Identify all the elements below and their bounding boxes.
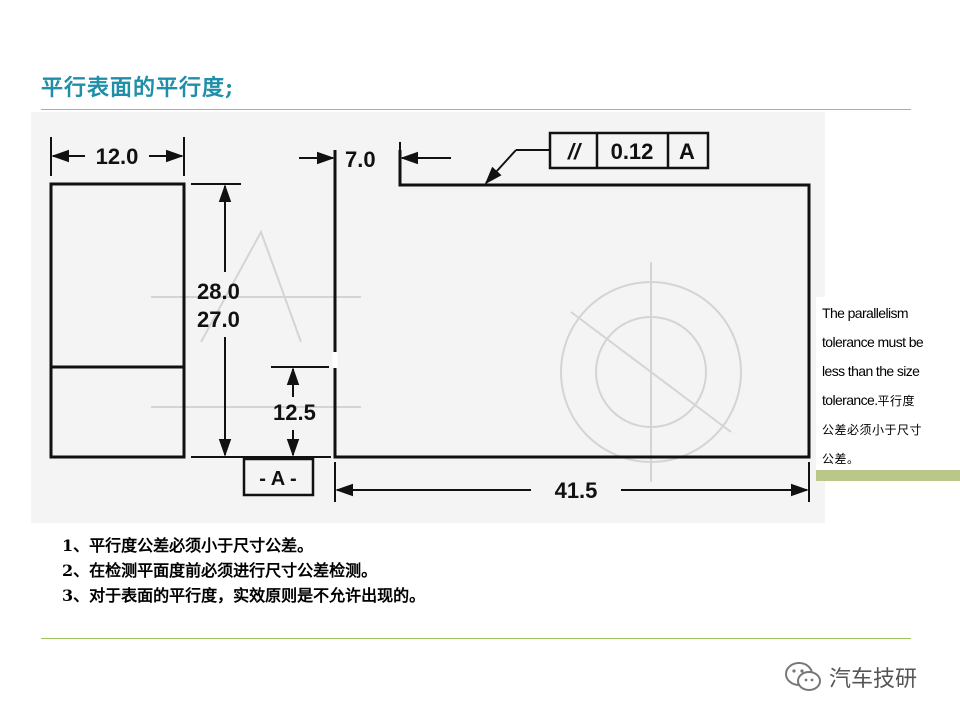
datum-a-label: - A - — [259, 468, 296, 490]
watermark: 汽车技研 — [783, 660, 917, 694]
tolerance-drawing: 12.0 7.0 28.0 27.0 12.5 - A - — [31, 112, 825, 523]
dim-41-5-label: 41.5 — [555, 478, 598, 503]
dim-12-label: 12.0 — [96, 144, 139, 169]
watermark-text: 汽车技研 — [829, 667, 918, 692]
left-view-outline — [49, 182, 186, 459]
note-line-3: less than the size — [822, 363, 920, 379]
footer-divider — [41, 638, 911, 639]
dim-12-5-arrow — [271, 366, 329, 457]
point-item: 2、在检测平面度前必须进行尺寸公差检测。 — [62, 561, 378, 580]
faint-background — [151, 229, 742, 482]
part-profile — [333, 150, 811, 459]
point-item: 3、对于表面的平行度，实效原则是不允许出现的。 — [62, 586, 426, 605]
note-line-4: tolerance.平行度 — [822, 386, 960, 416]
dim-7-label: 7.0 — [345, 147, 376, 172]
dim-12-5-label: 12.5 — [273, 400, 316, 425]
dim-12-arrow — [50, 137, 185, 176]
dim-41-5-arrow — [334, 462, 810, 502]
slide-title: 平行表面的平行度; — [41, 75, 235, 101]
parallelism-symbol: // — [567, 139, 583, 164]
note-line-5: 公差必须小于尺寸 — [822, 423, 923, 437]
point-item: 1、平行度公差必须小于尺寸公差。 — [62, 536, 314, 555]
note-line-1: The parallelism — [822, 305, 909, 321]
note-line-2: tolerance must be — [822, 334, 924, 350]
wechat-icon — [785, 662, 821, 691]
note-stripe — [816, 470, 960, 481]
datum-a-box — [242, 457, 315, 497]
fcf-datum: A — [679, 139, 695, 164]
fcf-tolerance: 0.12 — [611, 139, 654, 164]
drawing-svg: 12.0 7.0 28.0 27.0 12.5 - A - — [49, 131, 811, 503]
dim-7-arrow — [299, 142, 451, 182]
note-line-4-cn: 平行度 — [877, 394, 915, 408]
side-note: The parallelism tolerance must be less t… — [816, 297, 960, 480]
title-divider — [41, 109, 911, 110]
dim-27-label: 27.0 — [197, 307, 240, 332]
key-points: 1、平行度公差必须小于尺寸公差。 2、在检测平面度前必须进行尺寸公差检测。 3、… — [62, 533, 425, 608]
note-line-6: 公差。 — [822, 452, 860, 466]
dim-28-label: 28.0 — [197, 279, 240, 304]
dim-28-arrow — [191, 183, 241, 458]
feature-control-frame: // 0.12 A — [548, 131, 710, 170]
note-line-4-en: tolerance. — [822, 392, 878, 408]
